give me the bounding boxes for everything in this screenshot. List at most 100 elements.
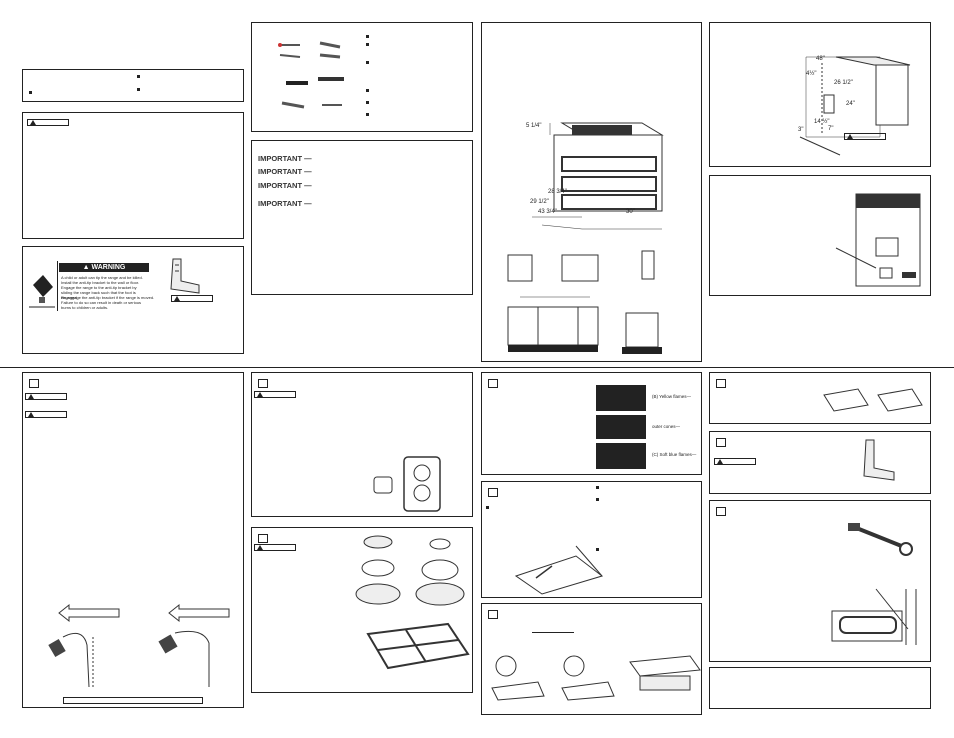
tools-illustration	[278, 41, 344, 109]
warning-triangle-icon	[171, 295, 213, 302]
broiler-illustration-3	[629, 655, 701, 691]
step-burners-box	[251, 527, 473, 693]
outlet-plug-illustration	[373, 456, 441, 512]
warning-triangle-icon	[844, 133, 886, 140]
bracket-dim-e: 14 ½"	[814, 119, 830, 125]
step-number-box	[488, 488, 498, 497]
warning-triangle-icon: ▲	[82, 264, 90, 271]
burner-cap-illustration	[355, 535, 465, 606]
underline	[532, 632, 574, 633]
step-number-box	[258, 534, 268, 543]
cabinet-clearance-illustration	[507, 250, 662, 354]
dim-height-above: 5 1/4"	[526, 123, 542, 129]
step-broiler-box	[481, 603, 702, 715]
oven-bottom-illustration	[514, 545, 604, 595]
footer-banner	[63, 697, 203, 704]
flame-photo-blue	[596, 443, 646, 469]
final-note-box	[709, 667, 931, 709]
dim-depth-2: 29 1/2"	[530, 199, 549, 205]
dimensions-box: 5 1/4" 28 3/4" 29 1/2" 43 3/4" 30"	[481, 22, 702, 362]
important-box: IMPORTANT — IMPORTANT — IMPORTANT — IMPO…	[251, 140, 473, 295]
step-number-box	[29, 379, 39, 388]
bracket-dim-c: 26 1/2"	[834, 80, 853, 86]
flame-label-blue: (C) Soft blue flames—	[652, 452, 697, 457]
warning-header: ▲ WARNING	[59, 263, 149, 272]
dim-depth-1: 28 3/4"	[548, 189, 567, 195]
anti-tip-box: ▲ WARNING A child or adult can tip the r…	[22, 246, 244, 354]
step-number-box	[488, 610, 498, 619]
panel-illustration	[823, 388, 923, 412]
square-bullet-icon	[366, 61, 369, 64]
safety-box	[22, 112, 244, 239]
bracket-dim-a: 48"	[816, 56, 825, 62]
square-bullet-icon	[596, 548, 599, 551]
step-number-box	[716, 438, 726, 447]
square-bullet-icon	[29, 91, 32, 94]
warning-bullet-4: Re-engage the anti-tip bracket if the ra…	[61, 295, 155, 300]
step-number-box	[488, 379, 498, 388]
warning-header-label: WARNING	[91, 264, 126, 271]
important-note-4: IMPORTANT —	[258, 199, 312, 208]
square-bullet-icon	[137, 88, 140, 91]
important-note-2: IMPORTANT —	[258, 167, 312, 176]
grate-illustration	[366, 622, 470, 670]
step-flame-check-box: (B) Yellow flames— outer cones— (C) Soft…	[481, 372, 702, 475]
warning-triangle-icon	[25, 411, 67, 418]
dim-depth-3: 43 3/4"	[538, 209, 557, 215]
step-number-box	[258, 379, 268, 388]
step-number-box	[716, 379, 726, 388]
bracket-dim-d: 24"	[846, 101, 855, 107]
bracket-dim-g: 3"	[798, 127, 804, 133]
bracket-illustration	[863, 439, 895, 481]
warning-triangle-icon	[714, 458, 756, 465]
broiler-illustration-2	[561, 655, 615, 701]
flame-label-yellow: (B) Yellow flames—	[652, 394, 692, 399]
broiler-illustration-1	[491, 655, 545, 701]
divider	[57, 261, 58, 311]
intro-box	[22, 69, 244, 102]
flame-photo-cones	[596, 415, 646, 439]
tools-box	[251, 22, 473, 132]
anti-tip-bracket-illustration	[170, 258, 200, 294]
warning-bullet-5: Failure to do so can result in death or …	[61, 300, 142, 310]
square-bullet-icon	[366, 35, 369, 38]
direction-arrow-icon	[58, 603, 120, 623]
step-gas-connection-box	[22, 372, 244, 708]
square-bullet-icon	[366, 113, 369, 116]
square-bullet-icon	[596, 486, 599, 489]
step-leveling-box	[709, 500, 931, 662]
bracket-dim-f: 7"	[828, 126, 834, 132]
warning-bullet-3: Engage the range to the anti-tip bracket…	[61, 285, 137, 300]
range-dimensions-illustration	[532, 122, 664, 230]
rear-view-box	[709, 175, 931, 296]
section-divider	[0, 367, 954, 368]
warning-triangle-icon	[254, 544, 296, 551]
gas-connection-illustration	[48, 630, 210, 688]
tipping-range-illustration	[29, 275, 55, 308]
square-bullet-icon	[596, 498, 599, 501]
step-anti-tip-engage-box	[709, 431, 931, 494]
warning-triangle-icon	[25, 393, 67, 400]
flame-label-cones: outer cones—	[652, 424, 681, 429]
step-panel-box	[709, 372, 931, 424]
important-note-1: IMPORTANT —	[258, 154, 312, 163]
important-note-3: IMPORTANT —	[258, 181, 312, 190]
warning-bullet-2: Install the anti-tip bracket to the wall…	[61, 280, 140, 285]
step-electrical-box	[251, 372, 473, 517]
leveling-leg-illustration	[831, 588, 917, 645]
warning-triangle-icon	[254, 391, 296, 398]
dim-width: 30"	[626, 209, 635, 215]
direction-arrow-icon	[168, 603, 230, 623]
warning-bullet-1: A child or adult can tip the range and b…	[61, 275, 143, 280]
square-bullet-icon	[486, 506, 489, 509]
flame-photo-yellow	[596, 385, 646, 411]
square-bullet-icon	[366, 101, 369, 104]
square-bullet-icon	[137, 75, 140, 78]
bracket-dim-b: 4½"	[806, 71, 817, 77]
bracket-location-illustration	[799, 56, 911, 156]
square-bullet-icon	[366, 89, 369, 92]
bracket-location-box: 48" 4½" 26 1/2" 24" 14 ½" 7" 3"	[709, 22, 931, 167]
step-oven-bottom-box	[481, 481, 702, 598]
range-rear-illustration	[835, 193, 921, 287]
square-bullet-icon	[366, 43, 369, 46]
